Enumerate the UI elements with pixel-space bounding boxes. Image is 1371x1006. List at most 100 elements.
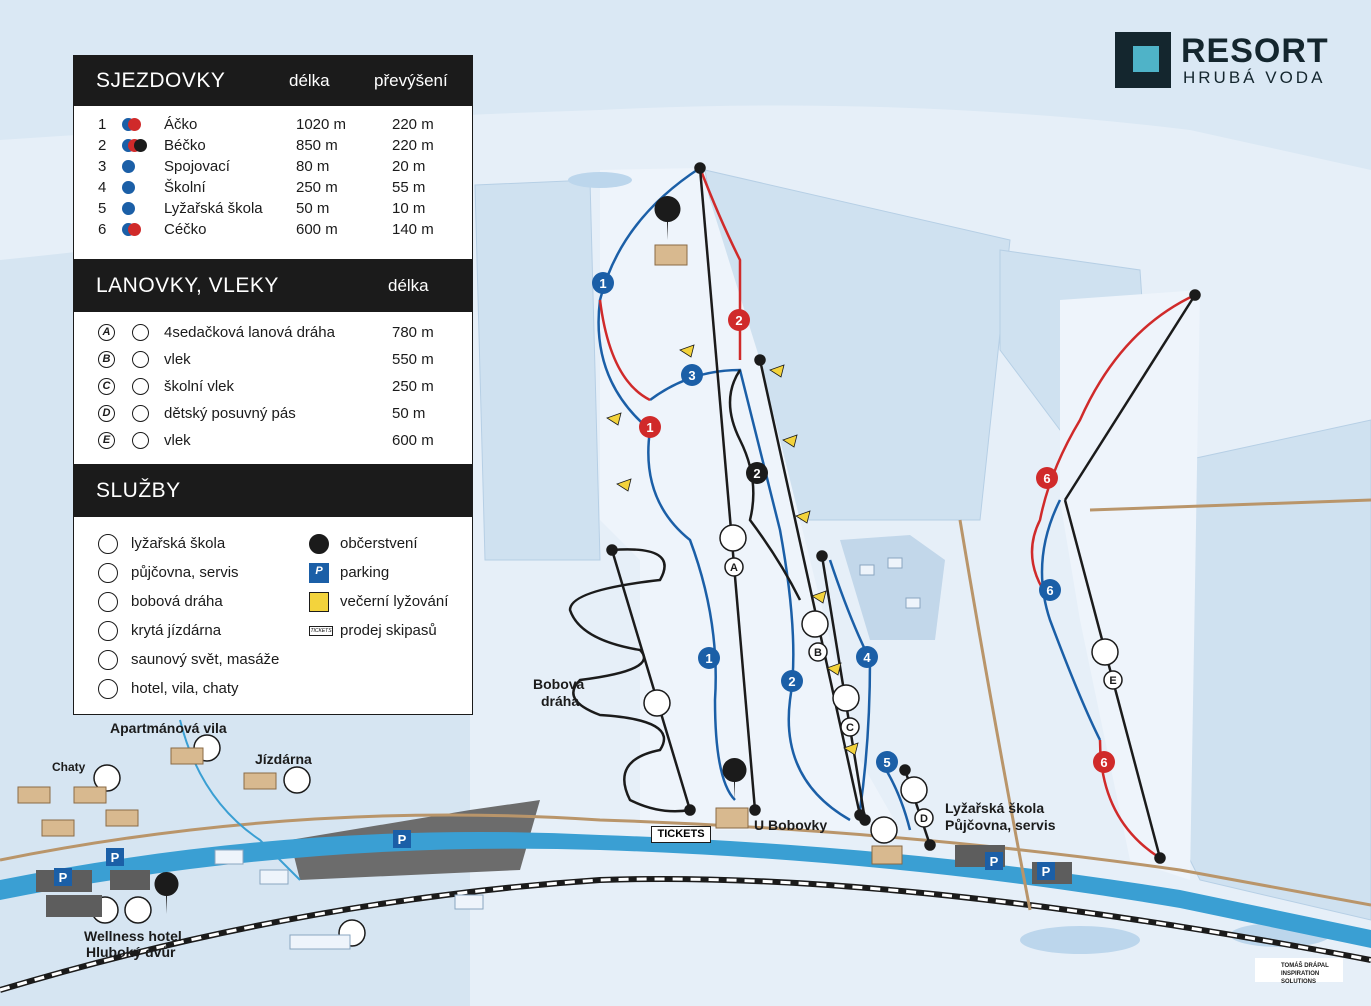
- svg-text:D: D: [920, 813, 928, 825]
- parking-icon: P: [106, 848, 124, 866]
- piste-marker-1[interactable]: 1: [592, 272, 614, 294]
- service-label: bobová dráha: [131, 593, 223, 610]
- piste-marker-2[interactable]: 2: [746, 462, 768, 484]
- piste-marker-6[interactable]: 6: [1093, 751, 1115, 773]
- svg-text:P: P: [111, 850, 120, 865]
- label-ski-school-2: Půjčovna, servis: [945, 817, 1056, 833]
- skilift-icon: [132, 432, 149, 449]
- label-chaty: Chaty: [52, 760, 86, 774]
- skilift-icon: [1091, 638, 1119, 666]
- piste-marker-5[interactable]: 5: [876, 751, 898, 773]
- lifts-header: LANOVKY, VLEKY délka: [74, 259, 472, 312]
- lift-marker-c[interactable]: C: [840, 717, 860, 737]
- buildings: [17, 244, 903, 865]
- skilift-icon: [132, 351, 149, 368]
- svg-text:5: 5: [883, 755, 890, 770]
- svg-text:1: 1: [705, 651, 712, 666]
- logo-subtitle: HRUBÁ VODA: [1183, 68, 1326, 87]
- parking-icon: P: [309, 563, 329, 583]
- lift-marker-d[interactable]: D: [914, 808, 934, 828]
- piste-difficulty-icon: [122, 202, 135, 215]
- skilift-icon: [801, 610, 829, 638]
- svg-text:1: 1: [599, 276, 606, 291]
- horse-riding-icon: [98, 621, 118, 641]
- piste-marker-4[interactable]: 4: [856, 646, 878, 668]
- conveyor-icon: [132, 405, 149, 422]
- lift-marker-e[interactable]: E: [1103, 670, 1123, 690]
- lift-marker-a[interactable]: A: [724, 557, 744, 577]
- svg-text:2: 2: [753, 466, 760, 481]
- service-label: hotel, vila, chaty: [131, 680, 239, 697]
- chairlift-icon: [719, 524, 747, 552]
- piste-marker-2[interactable]: 2: [728, 309, 750, 331]
- skilift-icon: [832, 684, 860, 712]
- tickets-icon: TICKETS: [309, 626, 333, 636]
- lifts-title: LANOVKY, VLEKY: [96, 273, 279, 297]
- rental-icon: [870, 816, 898, 844]
- tickets-icon: TICKETS: [651, 826, 711, 843]
- night-skiing-icon: [309, 592, 329, 612]
- svg-text:2: 2: [735, 313, 742, 328]
- lift-letter-icon: D: [98, 405, 115, 422]
- piste-difficulty-icon: [128, 118, 141, 131]
- piste-difficulty-icon: [122, 160, 135, 173]
- piste-marker-1[interactable]: 1: [639, 416, 661, 438]
- svg-text:P: P: [398, 832, 407, 847]
- parking-icon: P: [393, 830, 411, 848]
- logo-title: RESORT: [1181, 32, 1329, 70]
- svg-text:6: 6: [1043, 471, 1050, 486]
- horse-riding-icon: [283, 766, 311, 794]
- hotel-icon: [98, 679, 118, 699]
- svg-text:E: E: [1109, 675, 1116, 687]
- service-label: saunový svět, masáže: [131, 651, 280, 668]
- restaurant-icon: [722, 758, 747, 800]
- piste-difficulty-icon: [134, 139, 147, 152]
- services-header: SLUŽBY: [74, 464, 472, 517]
- bobsled-track: [568, 548, 691, 813]
- service-label: prodej skipasů: [340, 622, 437, 639]
- service-label: lyžařská škola: [131, 535, 226, 552]
- restaurant-icon: [309, 534, 329, 554]
- lift-lines: [606, 162, 1201, 864]
- conveyor-icon: [900, 776, 928, 804]
- piste-marker-1[interactable]: 1: [698, 647, 720, 669]
- parking-icon: P: [1037, 862, 1055, 880]
- label-bobsled-track-2: dráha: [541, 693, 580, 709]
- services-title: SLUŽBY: [96, 478, 181, 502]
- service-label: občerstvení: [340, 535, 418, 552]
- lift-marker-b[interactable]: B: [808, 642, 828, 662]
- sauna-icon: [98, 650, 118, 670]
- piste-marker-6[interactable]: 6: [1036, 467, 1058, 489]
- svg-text:3: 3: [688, 368, 695, 383]
- piste-marker-2[interactable]: 2: [781, 670, 803, 692]
- author-credit: TOMÁŠ DRÁPAL INSPIRATION SOLUTIONS: [1255, 958, 1343, 985]
- svg-text:P: P: [1042, 864, 1051, 879]
- lift-letter-icon: A: [98, 324, 115, 341]
- lift-letter-icon: E: [98, 432, 115, 449]
- svg-text:P: P: [59, 870, 68, 885]
- night-skiing-icon: [606, 344, 859, 756]
- bobsled-icon: [98, 592, 118, 612]
- service-label: krytá jízdárna: [131, 622, 222, 639]
- rental-icon: [98, 563, 118, 583]
- piste-marker-3[interactable]: 3: [681, 364, 703, 386]
- piste-difficulty-icon: [128, 223, 141, 236]
- label-jizdarna: Jízdárna: [255, 751, 312, 767]
- piste-marker-6[interactable]: 6: [1039, 579, 1061, 601]
- service-label: parking: [340, 564, 390, 581]
- pistes-header: SJEZDOVKY délka převýšení: [74, 56, 472, 106]
- lift-letter-icon: B: [98, 351, 115, 368]
- label-bobsled-track-1: Bobová: [533, 676, 585, 692]
